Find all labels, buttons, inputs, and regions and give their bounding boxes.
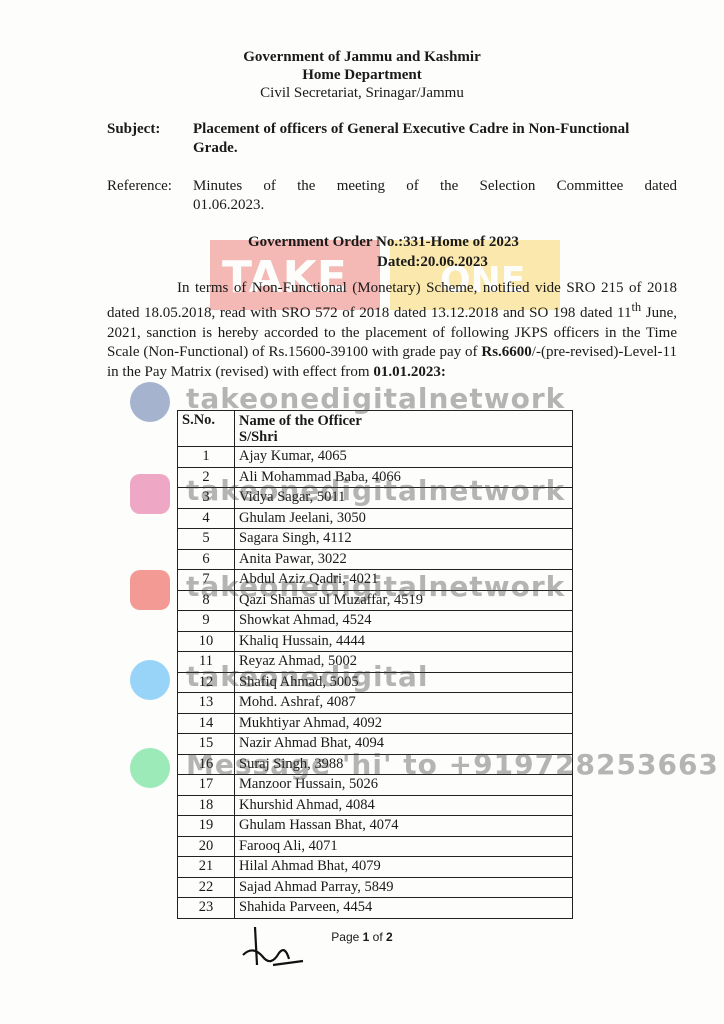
row-officer-name: Manzoor Hussain, 5026: [234, 774, 573, 796]
whatsapp-icon: [130, 748, 170, 788]
row-sno: 14: [177, 712, 235, 734]
reference-label: Reference:: [107, 178, 172, 194]
watermark-text: takeonedigital: [186, 660, 429, 693]
watermark-row-whatsapp: Message 'hi' to +919728253663: [130, 748, 718, 788]
column-header-name-title: Name of the Officer: [239, 413, 362, 429]
row-officer-name: Farooq Ali, 4071: [234, 835, 573, 857]
subject-text: Placement of officers of General Executi…: [193, 121, 630, 156]
row-sno: 11: [177, 651, 235, 673]
page-current: 1: [362, 930, 370, 944]
row-sno: 1: [177, 446, 235, 468]
para-grade-pay: Rs.6600: [481, 344, 532, 361]
watermark-row-instagram: takeonedigitalnetwork: [130, 474, 724, 514]
row-officer-name: Mukhtiyar Ahmad, 4092: [234, 712, 573, 734]
reference-text-line2: 01.06.2023.: [193, 197, 265, 213]
row-sno: 6: [177, 548, 235, 570]
page-of: of: [369, 930, 387, 944]
row-sno: 9: [177, 610, 235, 632]
row-sno: 10: [177, 630, 235, 652]
watermark-row-facebook: takeonedigitalnetwork: [130, 382, 724, 422]
table-header-row: S.No. Name of the Officer S/Shri: [177, 410, 573, 447]
signature-mark: [242, 926, 304, 967]
document-header: Government of Jammu and Kashmir Home Dep…: [0, 48, 724, 102]
header-department: Home Department: [302, 67, 422, 83]
watermark-text: takeonedigitalnetwork: [186, 570, 566, 603]
para-part2: June, 2021, sanction is hereby accorded …: [107, 305, 677, 361]
order-date: Dated:20.06.2023: [377, 254, 488, 270]
watermark-row-youtube: takeonedigitalnetwork: [130, 570, 724, 610]
column-header-name-sub: S/Shri: [239, 429, 278, 445]
logo-text-one: ONE: [440, 260, 525, 301]
header-secretariat: Civil Secretariat, Srinagar/Jammu: [260, 85, 464, 101]
row-officer-name: Sajad Ahmad Parray, 5849: [234, 876, 573, 898]
logo-text-take: TAKE: [222, 252, 347, 303]
row-sno: 23: [177, 897, 235, 919]
subject-label: Subject:: [107, 121, 161, 137]
watermark-row-twitter: takeonedigital: [130, 660, 724, 700]
para-effective-date: 01.01.2023:: [373, 363, 446, 380]
row-officer-name: Ajay Kumar, 4065: [234, 446, 573, 468]
row-officer-name: Sagara Singh, 4112: [234, 528, 573, 550]
page-number: Page 1 of 2: [0, 930, 724, 944]
watermark-text: takeonedigitalnetwork: [186, 382, 566, 415]
row-sno: 12: [177, 671, 235, 693]
order-paragraph: In terms of Non-Functional (Monetary) Sc…: [107, 279, 677, 382]
watermark-text: Message 'hi' to +919728253663: [186, 748, 719, 781]
takeone-logo-watermark: TAKE ONE: [210, 240, 560, 310]
row-officer-name: Hilal Ahmad Bhat, 4079: [234, 856, 573, 878]
row-officer-name: Khaliq Hussain, 4444: [234, 630, 573, 652]
order-number: Government Order No.:331-Home of 2023: [248, 234, 519, 250]
page-total: 2: [386, 930, 393, 944]
para-sup: th: [631, 300, 642, 315]
reference-text-line1: Minutes of the meeting of the Selection …: [193, 178, 677, 194]
twitter-icon: [130, 660, 170, 700]
column-header-name: Name of the Officer S/Shri: [234, 410, 573, 447]
youtube-icon: [130, 570, 170, 610]
column-header-sno: S.No.: [177, 410, 235, 447]
row-sno: 5: [177, 528, 235, 550]
row-officer-name: Anita Pawar, 3022: [234, 548, 573, 570]
watermark-text: takeonedigitalnetwork: [186, 474, 566, 507]
header-government: Government of Jammu and Kashmir: [243, 49, 481, 65]
facebook-icon: [130, 382, 170, 422]
para-part3: /-(pre-revised)-Level-11 in the Pay Matr…: [107, 344, 677, 380]
row-sno: 20: [177, 835, 235, 857]
page-prefix: Page: [331, 930, 363, 944]
row-sno: 18: [177, 794, 235, 816]
row-officer-name: Shahida Parveen, 4454: [234, 897, 573, 919]
row-sno: 19: [177, 815, 235, 837]
instagram-icon: [130, 474, 170, 514]
row-sno: 21: [177, 856, 235, 878]
row-officer-name: Ghulam Hassan Bhat, 4074: [234, 815, 573, 837]
row-sno: 22: [177, 876, 235, 898]
row-officer-name: Khurshid Ahmad, 4084: [234, 794, 573, 816]
para-part1: In terms of Non-Functional (Monetary) Sc…: [107, 280, 677, 322]
row-officer-name: Showkat Ahmad, 4524: [234, 610, 573, 632]
